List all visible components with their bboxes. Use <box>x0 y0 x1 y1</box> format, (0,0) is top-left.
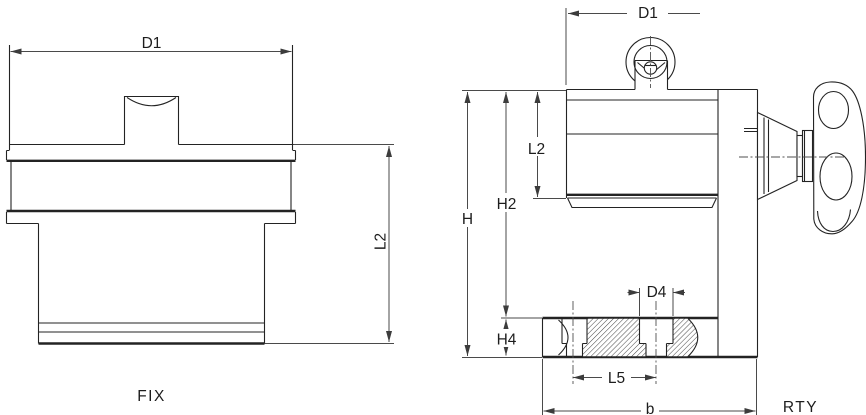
fix-dim-d1: D1 <box>10 35 292 55</box>
fix-view: D1 L2 FIX <box>5 35 394 405</box>
fix-top-post <box>123 95 180 145</box>
fix-dim-d1-label: D1 <box>142 35 162 52</box>
fix-body-outline <box>5 45 297 345</box>
dim-h: H <box>459 92 476 356</box>
rty-base-plate <box>541 301 758 384</box>
dim-h2-label: H2 <box>497 196 517 213</box>
dim-l5: L5 <box>573 370 656 387</box>
dim-d4: D4 <box>627 284 685 316</box>
rty-left-dimensions: H H2 L2 H4 <box>459 90 566 358</box>
dim-h4: H4 <box>491 319 521 356</box>
mounting-hole-left <box>561 318 588 357</box>
dim-b-label: b <box>646 401 655 415</box>
fix-dim-l2-label: L2 <box>373 233 390 250</box>
dim-l2-label: L2 <box>528 141 545 158</box>
dim-l5-label: L5 <box>608 370 625 387</box>
rty-dim-d1: D1 <box>565 5 700 85</box>
rty-top-knob <box>625 36 676 90</box>
handle-grip <box>812 81 866 235</box>
dim-l2: L2 <box>524 92 549 197</box>
slot-end-arc <box>558 319 569 356</box>
rty-dim-d1-label: D1 <box>638 5 658 22</box>
dim-h-label: H <box>462 211 473 228</box>
rty-handwheel <box>739 81 866 235</box>
dim-b: b <box>542 359 757 415</box>
dim-d4-label: D4 <box>647 284 667 301</box>
fix-caption: FIX <box>137 388 166 405</box>
rty-view: D1 H H2 L2 <box>459 5 866 415</box>
hatch-region-left <box>582 318 646 357</box>
dim-h2: H2 <box>493 92 520 317</box>
dim-h4-label: H4 <box>497 332 517 349</box>
mounting-hole-right <box>638 318 674 357</box>
fix-dim-l2: L2 <box>264 144 394 344</box>
hatch-region-right <box>666 318 698 357</box>
rty-caption: RTY <box>783 399 818 415</box>
